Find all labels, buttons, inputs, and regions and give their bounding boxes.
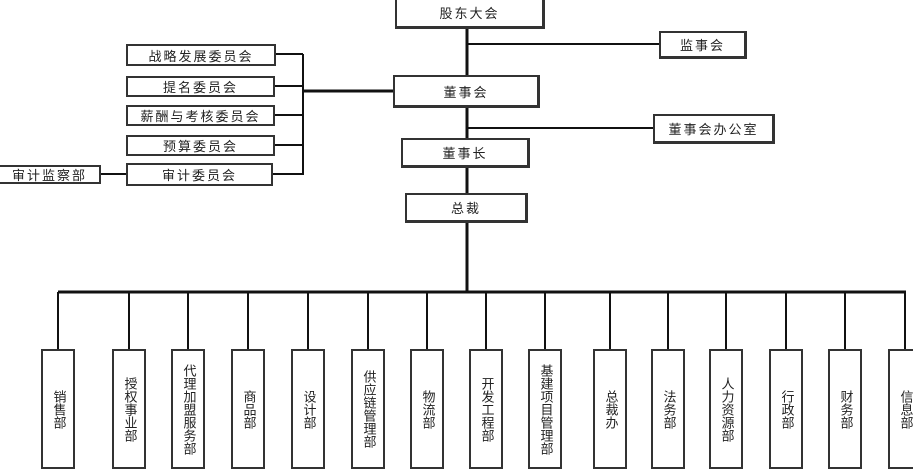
department-box: 销售部 [41, 349, 75, 469]
shareholders-meeting-box: 股东大会 [395, 0, 545, 29]
department-box: 人力资源部 [709, 349, 743, 469]
department-label: 商品部 [240, 389, 256, 429]
committee-label: 审计委员会 [161, 169, 237, 184]
department-box: 商品部 [231, 349, 265, 469]
department-box: 基建项目管理部 [528, 349, 562, 469]
department-label: 信息部 [897, 389, 913, 429]
chairman-label: 董事长 [442, 147, 488, 162]
department-label: 销售部 [50, 389, 66, 429]
committee-label: 薪酬与考核委员会 [140, 110, 261, 125]
department-label: 设计部 [300, 389, 316, 429]
president-label: 总裁 [450, 202, 481, 217]
connector-lines [57, 29, 906, 349]
board-box: 董事会 [393, 75, 540, 108]
committee-box: 战略发展委员会 [126, 44, 276, 66]
committee-box: 提名委员会 [126, 76, 275, 97]
department-label: 法务部 [660, 389, 676, 429]
board-office-box: 董事会办公室 [653, 114, 775, 144]
board-label: 董事会 [443, 85, 489, 101]
president-box: 总裁 [405, 193, 528, 223]
department-label: 总裁办 [602, 389, 618, 429]
committee-box: 审计委员会 [126, 163, 273, 186]
department-box: 开发工程部 [469, 349, 503, 469]
department-label: 物流部 [419, 389, 435, 429]
department-label: 财务部 [837, 389, 853, 429]
department-box: 行政部 [769, 349, 803, 469]
supervisors-box: 监事会 [659, 31, 747, 59]
department-label: 开发工程部 [478, 376, 494, 442]
department-label: 基建项目管理部 [537, 363, 553, 455]
committee-label: 提名委员会 [162, 81, 238, 96]
audit-supervision-dept-label: 审计监察部 [11, 169, 87, 184]
department-box: 供应链管理部 [351, 349, 385, 469]
committee-label: 战略发展委员会 [148, 49, 254, 65]
department-box: 法务部 [651, 349, 685, 469]
supervisors-label: 监事会 [679, 39, 725, 54]
shareholders-label: 股东大会 [439, 7, 500, 22]
department-box: 授权事业部 [112, 349, 146, 469]
department-box: 物流部 [410, 349, 444, 469]
chairman-box: 董事长 [401, 138, 530, 168]
board-office-label: 董事会办公室 [668, 123, 759, 138]
committee-label: 预算委员会 [162, 140, 238, 155]
committee-box: 预算委员会 [126, 135, 275, 156]
department-box: 总裁办 [593, 349, 627, 469]
department-label: 授权事业部 [121, 376, 137, 442]
department-label: 人力资源部 [718, 376, 734, 442]
audit-supervision-dept-box: 审计监察部 [0, 165, 101, 184]
department-box: 设计部 [291, 349, 325, 469]
department-box: 信息部 [888, 349, 913, 469]
department-label: 供应链管理部 [360, 370, 376, 448]
department-label: 行政部 [778, 389, 794, 429]
committee-box: 薪酬与考核委员会 [126, 105, 275, 126]
department-label: 代理加盟服务部 [180, 363, 196, 455]
department-box: 财务部 [828, 349, 862, 469]
department-box: 代理加盟服务部 [171, 349, 205, 469]
